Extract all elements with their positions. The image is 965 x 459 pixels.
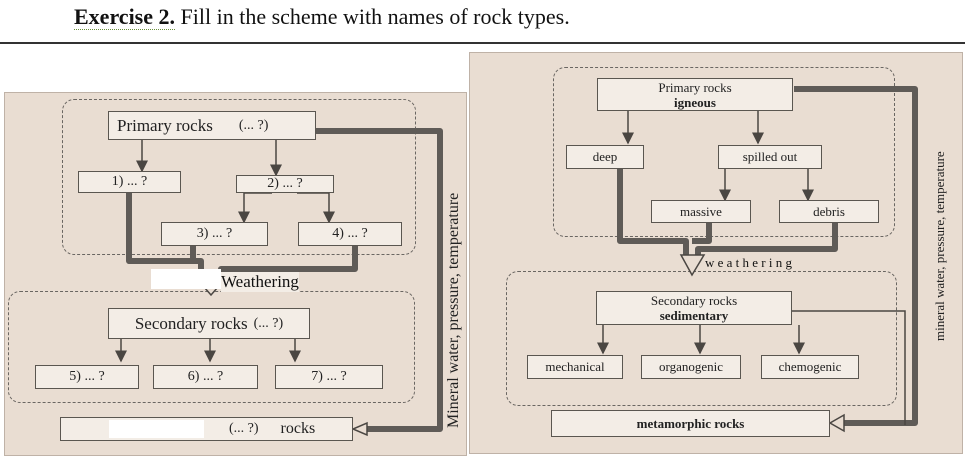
right-primary-rocks-box: Primary rocks igneous (597, 78, 793, 111)
weathering-label: Weathering (221, 272, 299, 292)
blank-2-text: 2) ... ? (267, 176, 303, 191)
exercise-number: Exercise 2. (74, 4, 176, 30)
blank-2-box[interactable]: 2) ... ? (236, 175, 334, 193)
chemogenic-label: chemogenic (778, 359, 842, 374)
right-scheme-connectors (597, 86, 918, 433)
blank-3-box[interactable]: 3) ... ? (161, 222, 268, 246)
secondary-rocks-label: Secondary rocks (134, 313, 248, 333)
exercise-instruction: Fill in the scheme with names of rock ty… (175, 4, 570, 29)
right-secondary-rocks-box: Secondary rocks sedimentary (596, 291, 792, 325)
chemogenic-box: chemogenic (761, 355, 859, 379)
debris-label: debris (813, 203, 845, 219)
final-rocks-blank: (... ?) (229, 421, 259, 436)
right-secondary-rocks-label: Secondary rocks (650, 293, 738, 308)
blank-7-box[interactable]: 7) ... ? (275, 365, 383, 389)
igneous-group-frame (553, 67, 895, 237)
organogenic-box: organogenic (641, 355, 741, 379)
blank-1-box[interactable]: 1) ... ? (78, 171, 181, 193)
blank-5-box[interactable]: 5) ... ? (35, 365, 139, 389)
massive-box: massive (651, 200, 751, 223)
igneous-label: igneous (674, 94, 716, 110)
debris-box: debris (779, 200, 879, 223)
primary-group-frame (62, 99, 416, 255)
mechanical-label: mechanical (545, 359, 605, 374)
redacted-area (109, 420, 204, 438)
spilled-out-label: spilled out (742, 149, 798, 164)
deep-box: deep (566, 145, 644, 169)
blank-scheme-panel: Primary rocks (... ?) 1) ... ? 2) ... ? … (4, 92, 467, 456)
final-rocks-label: rocks (280, 420, 316, 437)
primary-rocks-box: Primary rocks (... ?) (108, 111, 316, 140)
deep-label: deep (592, 149, 618, 164)
blank-6-box[interactable]: 6) ... ? (153, 365, 258, 389)
left-side-label: Mineral water, pressure, temperature (445, 192, 462, 428)
spilled-out-box: spilled out (718, 145, 822, 169)
sedimentary-group-frame (506, 271, 897, 406)
massive-label: massive (680, 203, 722, 219)
blank-5-text: 5) ... ? (69, 369, 105, 384)
blank-4-box[interactable]: 4) ... ? (298, 222, 402, 246)
metamorphic-rocks-label: metamorphic rocks (636, 415, 745, 431)
exercise-title: Exercise 2. Fill in the scheme with name… (74, 4, 570, 30)
metamorphic-rocks-box: metamorphic rocks (551, 410, 830, 437)
final-rocks-box: (... ?) rocks (60, 417, 353, 441)
organogenic-label: organogenic (658, 359, 724, 374)
right-side-label: mineral water, pressure, temperature (932, 151, 947, 341)
primary-rocks-blank: (... ?) (238, 117, 269, 133)
blank-7-text: 7) ... ? (311, 369, 347, 384)
filled-scheme-panel: Primary rocks igneous deep spilled out m… (469, 52, 963, 454)
secondary-rocks-box: Secondary rocks (... ?) (108, 308, 310, 339)
secondary-rocks-blank: (... ?) (253, 315, 284, 331)
primary-rocks-label: Primary rocks (117, 115, 213, 135)
redacted-area (151, 269, 221, 289)
blank-6-text: 6) ... ? (187, 369, 224, 384)
blank-3-text: 3) ... ? (196, 226, 233, 241)
right-primary-rocks-label: Primary rocks (658, 79, 732, 95)
sedimentary-label: sedimentary (659, 308, 729, 323)
mechanical-box: mechanical (527, 355, 623, 379)
right-weathering-label: w e a t h e r i n g (705, 255, 793, 270)
title-divider (0, 42, 965, 44)
blank-4-text: 4) ... ? (332, 226, 368, 241)
blank-1-text: 1) ... ? (111, 174, 148, 189)
